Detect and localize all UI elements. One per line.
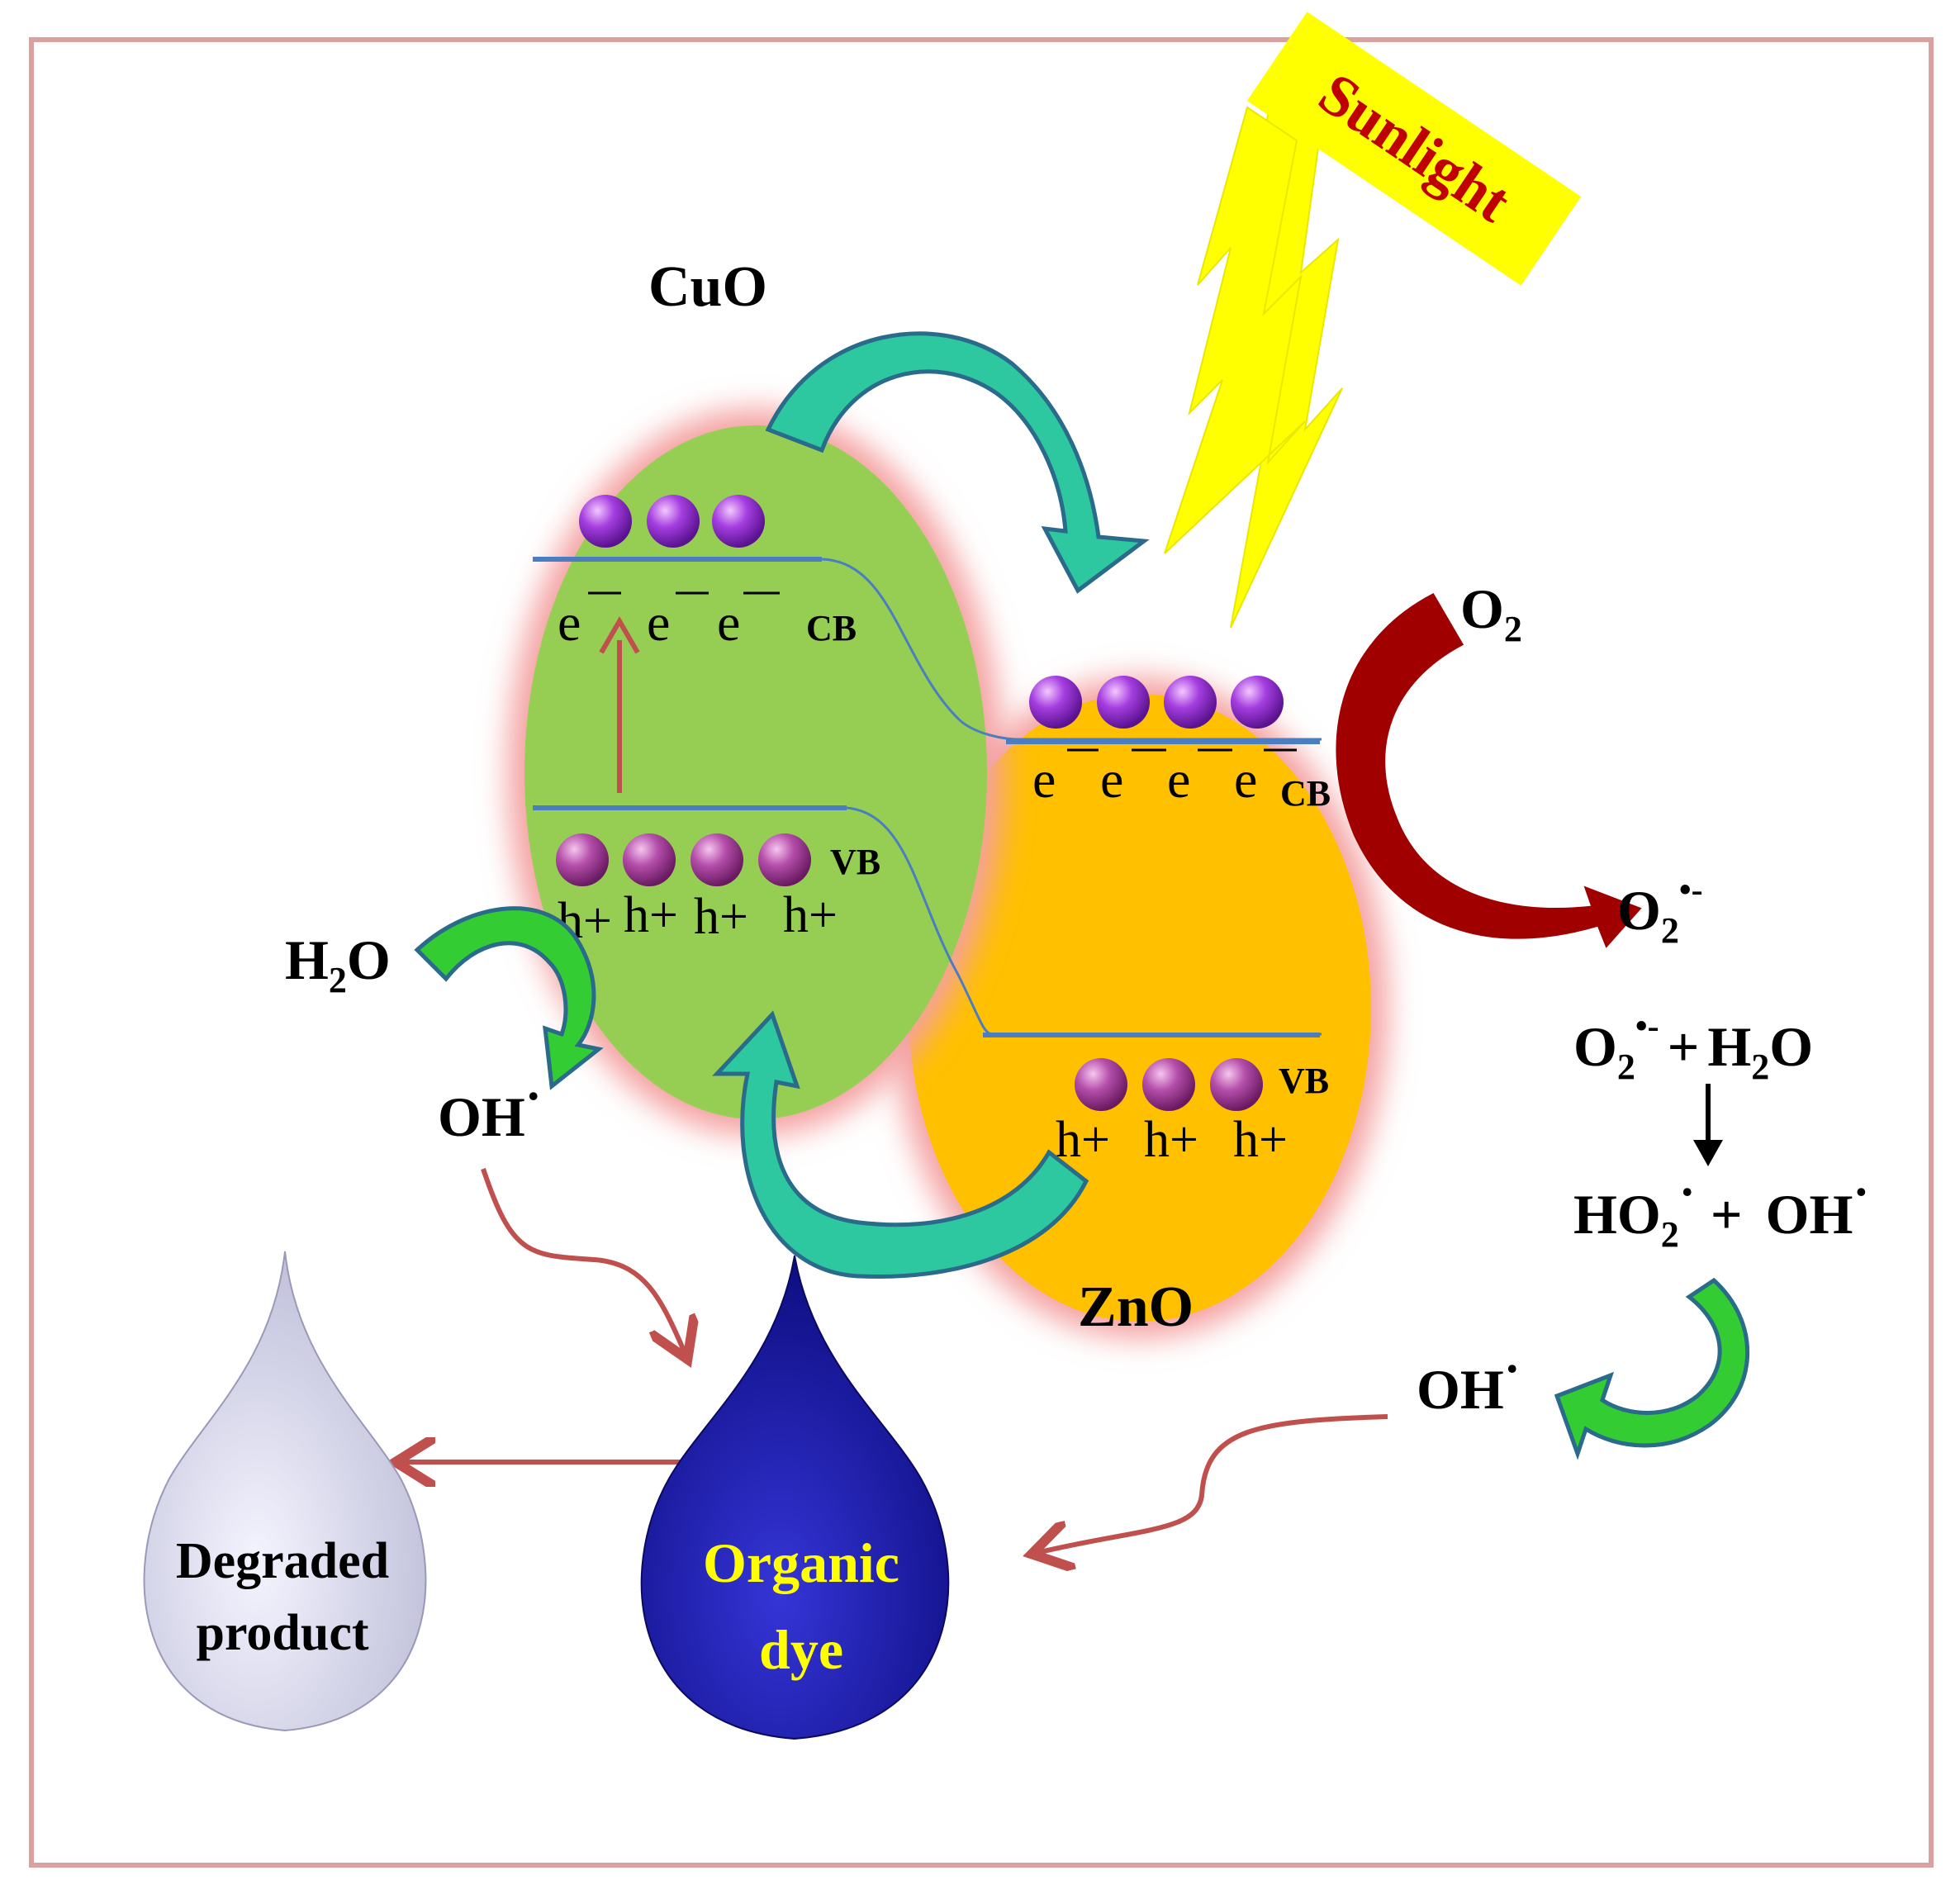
reaction-line-2: HO2·+OH·: [1573, 1165, 1869, 1255]
hole-label: h+: [783, 887, 838, 943]
hole-label: h+: [1056, 1112, 1110, 1168]
hole-sphere: [623, 833, 676, 886]
hole-sphere: [1075, 1058, 1127, 1111]
cuo-cb-label: CB: [806, 608, 857, 648]
cuo-particle: [508, 409, 1004, 1136]
zno-hole-labels: h+ h+ h+: [1056, 1112, 1288, 1168]
excitation-arrow: [599, 616, 640, 793]
ho2-to-oh-arrow: [1554, 1277, 1750, 1460]
electron-sphere: [1097, 676, 1150, 729]
hole-transfer-arrow: [712, 1010, 1089, 1279]
h2o-label: H2O: [285, 928, 391, 1000]
hole-sphere: [1142, 1058, 1195, 1111]
organic-dye-drop: Organic dye: [640, 1255, 950, 1740]
electron-label: e: [717, 593, 740, 652]
hole-label: h+: [1233, 1112, 1288, 1168]
hole-sphere: [691, 833, 743, 886]
hole-label: h+: [694, 889, 748, 945]
zno-label: ZnO: [1078, 1275, 1194, 1339]
organic-dye-label-1: Organic: [703, 1531, 899, 1594]
oh-radical-left-label: OH·: [438, 1069, 542, 1148]
electron-label: e: [1167, 750, 1190, 809]
zno-electron-spheres: [1029, 676, 1284, 729]
electron-sphere: [712, 495, 765, 548]
electron-sphere: [647, 495, 700, 548]
o2-label: O2: [1460, 577, 1522, 649]
zno-vb-label: VB: [1279, 1061, 1329, 1101]
hole-label: h+: [1144, 1112, 1198, 1168]
hole-sphere: [556, 833, 609, 886]
degraded-product-drop: Degraded product: [143, 1251, 427, 1732]
band-diagram: [533, 557, 1322, 1037]
degraded-product-label-2: product: [196, 1605, 368, 1661]
hole-sphere: [1210, 1058, 1263, 1111]
zno-electron-labels: e e e e: [1032, 750, 1257, 809]
h2o-to-oh-arrow: [414, 906, 604, 1090]
lightning-bolt-left: [1164, 106, 1306, 554]
cuo-hole-labels: h+ h+ h+ h+: [558, 887, 838, 949]
electron-sphere: [1029, 676, 1082, 729]
electron-label: e: [558, 593, 581, 652]
electron-transfer-arrow: [765, 331, 1150, 594]
electron-label: e: [647, 593, 670, 652]
zno-hole-spheres: [1075, 1058, 1263, 1111]
cuo-hole-spheres: [556, 833, 811, 886]
electron-label: e: [1100, 750, 1123, 809]
sunlight-bolts: [1164, 89, 1343, 629]
sunlight-banner-bg: [1246, 12, 1582, 286]
hole-label: h+: [624, 887, 678, 943]
electron-label: e: [1234, 750, 1257, 809]
oh-right-to-dye-arrow: [1037, 1414, 1388, 1553]
electron-sphere: [579, 495, 632, 548]
electron-sphere: [1164, 676, 1217, 729]
electron-sphere: [1231, 676, 1284, 729]
oh-to-dye-arrow: [481, 1168, 686, 1355]
zno-cb-label: CB: [1280, 773, 1331, 814]
brown-arrows: [401, 1168, 1388, 1553]
degraded-product-label-1: Degraded: [176, 1533, 389, 1589]
cuo-label: CuO: [648, 255, 767, 319]
zno-particle: [892, 677, 1388, 1338]
hole-sphere: [758, 833, 811, 886]
organic-dye-label-2: dye: [759, 1618, 843, 1681]
cuo-electron-labels: e e e: [558, 593, 740, 652]
superoxide-radical-label: O2•-: [1617, 871, 1703, 951]
oxygen-reduction-arrow: [1336, 593, 1642, 948]
reaction-arrow: [1693, 1084, 1723, 1166]
cuo-vb-label: VB: [830, 842, 880, 882]
electron-label: e: [1032, 750, 1056, 809]
cuo-electron-spheres: [579, 495, 765, 548]
reaction-line-1: O2•-+H2O: [1573, 1008, 1813, 1087]
oh-radical-right-label: OH·: [1417, 1341, 1521, 1421]
